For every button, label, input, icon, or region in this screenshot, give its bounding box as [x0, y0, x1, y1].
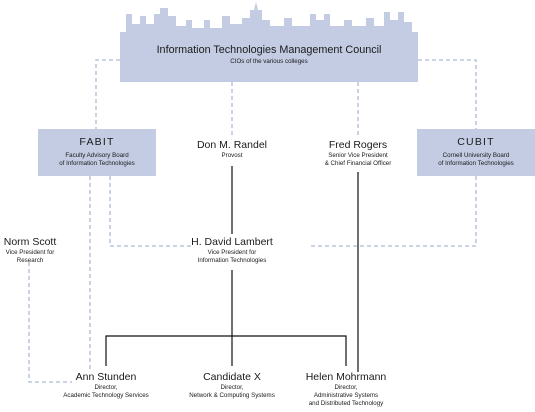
mohrmann-name: Helen Mohrmann: [305, 371, 387, 383]
mohrmann-title-line3: and Distributed Technology: [308, 399, 384, 407]
stunden-title-line1: Director,: [94, 383, 118, 391]
fabit-line1: Faculty Advisory Board: [65, 152, 129, 159]
fabit-to-lambert-line: [109, 176, 192, 247]
candidate-title-line2: Network & Computing Systems: [189, 391, 275, 399]
scott-title-line2: Research: [16, 256, 44, 264]
rogers-title-line2: & Chief Financial Officer: [324, 159, 392, 167]
stunden-name: Ann Stunden: [75, 371, 137, 383]
fabit-line2: of Information Technologies: [59, 160, 135, 168]
person-stunden: Ann Stunden Director, Academic Technolog…: [46, 371, 166, 400]
person-randel: Don M. Randel Provost: [172, 139, 292, 160]
cubit-box: [417, 129, 535, 176]
cubit-to-lambert-line: [308, 176, 477, 247]
scott-name: Norm Scott: [3, 236, 57, 248]
council-to-fabit-line: [95, 59, 120, 129]
scott-to-stunden-line: [28, 262, 72, 383]
stunden-title-line2: Academic Technology Services: [63, 391, 149, 399]
cubit-line1: Cornell University Board: [442, 152, 510, 159]
cubit-description: Cornell University Board of Information …: [417, 152, 535, 168]
lambert-name: H. David Lambert: [191, 236, 273, 248]
randel-title: Provost: [221, 151, 243, 159]
scott-title-line1: Vice President for: [5, 248, 55, 256]
rogers-title-line1: Senior Vice President: [328, 151, 388, 159]
lambert-title-line2: Information Technologies: [197, 256, 267, 264]
person-candidate: Candidate X Director, Network & Computin…: [172, 371, 292, 400]
candidate-title-line1: Director,: [220, 383, 244, 391]
council-subtitle: CIOs of the various colleges: [230, 58, 308, 65]
person-lambert: H. David Lambert Vice President for Info…: [172, 236, 292, 265]
lambert-title-line1: Vice President for: [207, 248, 257, 256]
person-scott: Norm Scott Vice President for Research: [0, 236, 60, 265]
candidate-name: Candidate X: [203, 371, 261, 383]
cubit-line2: of Information Technologies: [438, 160, 514, 168]
mohrmann-title-line1: Director,: [334, 383, 358, 391]
council-title: Information Technologies Management Coun…: [156, 44, 382, 56]
rogers-name: Fred Rogers: [328, 139, 388, 151]
cubit-title: CUBIT: [457, 136, 495, 148]
mohrmann-title-line2: Administrative Systems: [313, 391, 379, 399]
skyline-banner: [120, 2, 418, 82]
reporting-lines: [105, 166, 359, 372]
directors-bracket-line: [105, 335, 347, 366]
person-mohrmann: Helen Mohrmann Director, Administrative …: [282, 371, 410, 408]
advisory-lines: [28, 59, 477, 383]
fabit-description: Faculty Advisory Board of Information Te…: [38, 152, 156, 168]
person-rogers: Fred Rogers Senior Vice President & Chie…: [298, 139, 418, 168]
fabit-box: [38, 129, 156, 176]
randel-name: Don M. Randel: [196, 139, 268, 151]
council-to-cubit-line: [418, 59, 477, 129]
fabit-title: FABIT: [79, 136, 115, 148]
